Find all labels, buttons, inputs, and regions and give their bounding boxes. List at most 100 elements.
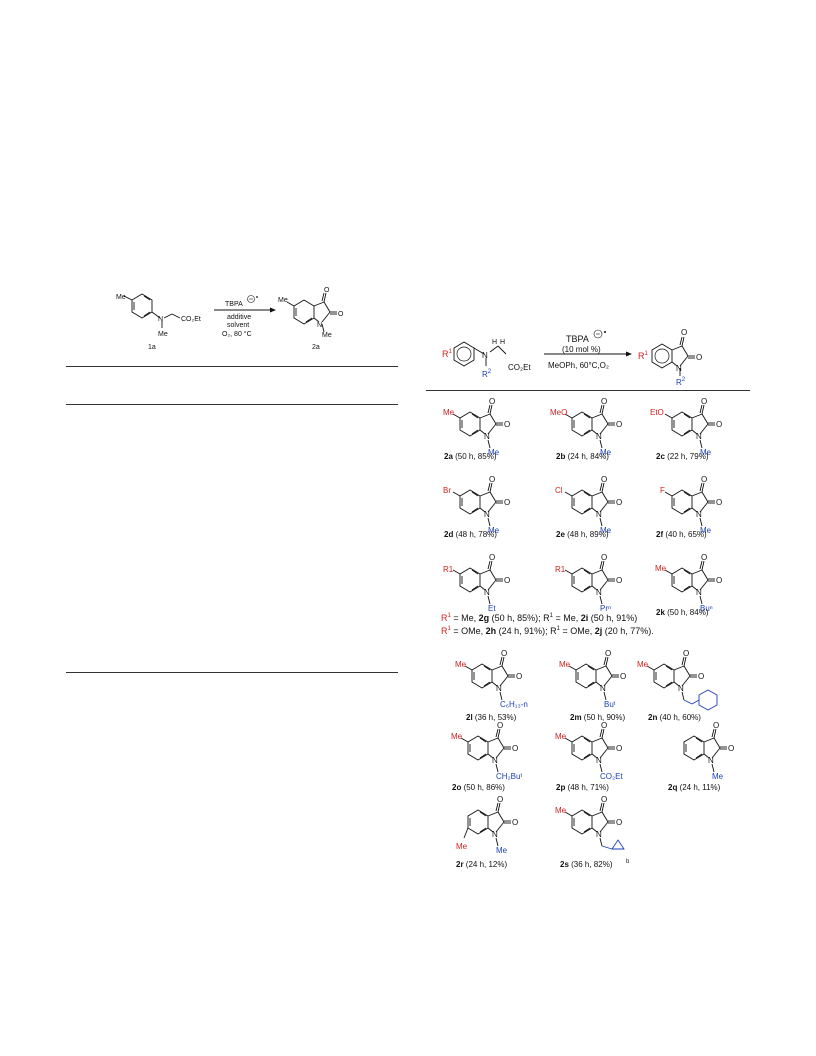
r5-substituent: Me xyxy=(555,806,567,815)
footnote-b: b xyxy=(626,859,630,865)
carbonyl-o-2: O xyxy=(516,672,522,681)
generic-r1-right: R1 xyxy=(555,565,566,574)
product-label-2b: 2b (24 h, 84%) xyxy=(556,452,609,461)
product-2k: O O N Buⁿ Me 2k (50 h, 84%) xyxy=(655,553,722,617)
carbonyl-o-3: O xyxy=(713,721,719,730)
right-substrate-skeleton xyxy=(453,341,507,367)
left-table-bottom-rule xyxy=(66,672,398,673)
product-o1: O xyxy=(324,287,330,294)
isatin-n: N xyxy=(484,432,490,441)
isatin-n: N xyxy=(696,432,702,441)
substrate-me-n: Me xyxy=(158,331,168,338)
left-reaction-arrow xyxy=(214,307,276,313)
right-substrate-n: N xyxy=(482,351,488,360)
product-label-2q: 2q (24 h, 11%) xyxy=(668,783,721,792)
product-2n: O O N Me 2n (40 h, 60%) xyxy=(637,649,718,722)
carbonyl-o-3: O xyxy=(701,475,707,484)
right-substrate-r1: R1 xyxy=(442,349,453,359)
n-substituent: CH₂Buᵗ xyxy=(496,772,522,781)
carbonyl-o-3: O xyxy=(601,795,607,804)
carbonyl-o-2: O xyxy=(698,672,704,681)
right-divider-rule xyxy=(426,390,750,391)
r5-substituent: Me xyxy=(637,660,649,669)
right-product-o1: O xyxy=(681,328,687,337)
n-substituent: Me xyxy=(712,772,724,781)
product-label-2a: 2a (50 h, 85%) xyxy=(444,452,497,461)
left-table-top-rule xyxy=(66,366,398,367)
right-substrate-ester: CO₂Et xyxy=(508,363,531,372)
n-substituent: C₆H₁₃-n xyxy=(500,700,528,709)
left-table-header-rule xyxy=(66,404,398,405)
isatin-n: N xyxy=(678,684,684,693)
right-product-n: N xyxy=(676,364,682,373)
isatin-n: N xyxy=(484,588,490,597)
isatin-n: N xyxy=(708,756,714,765)
carbonyl-o-2: O xyxy=(616,818,622,827)
substrate-ring xyxy=(123,293,181,328)
isatin-n: N xyxy=(600,684,606,693)
generic-line-2: R1 = OMe, 2h (24 h, 91%); R1 = OMe, 2j (… xyxy=(441,626,654,636)
product-o2: O xyxy=(338,311,344,318)
r5-substituent: EtO xyxy=(650,408,664,417)
product-label-2e: 2e (48 h, 89%) xyxy=(556,530,609,539)
product-label-2n: 2n (40 h, 60%) xyxy=(648,713,701,722)
product-label-2s: 2s (36 h, 82%) xyxy=(560,860,613,869)
r5-substituent: Cl xyxy=(555,486,563,495)
n-substituent: Buⁿ xyxy=(700,604,713,613)
product-me-n: Me xyxy=(322,332,332,339)
left-condition-3: O₂, 80 °C xyxy=(222,330,252,338)
left-radical-cation-icon xyxy=(247,295,258,303)
substrate-n: N xyxy=(158,316,163,323)
carbonyl-o-2: O xyxy=(728,744,734,753)
substrate-me-top: Me xyxy=(116,294,126,301)
r5-substituent: Me xyxy=(451,732,463,741)
cyclopropyl-icon xyxy=(611,839,625,850)
isatin-n: N xyxy=(596,588,602,597)
product-label: 2a xyxy=(312,344,320,351)
product-label-2o: 2o (50 h, 86%) xyxy=(452,783,505,792)
isatin-n: N xyxy=(596,756,602,765)
product-label-2r: 2r (24 h, 12%) xyxy=(456,860,507,869)
right-scheme-structures: R1 N R2 H H CO₂Et TBPA (10 mol %) MeOPh,… xyxy=(442,328,702,387)
r5-substituent: F xyxy=(660,486,665,495)
isatin-n: N xyxy=(696,588,702,597)
carbonyl-o-3: O xyxy=(683,649,689,658)
isatin-n: N xyxy=(596,830,602,839)
carbonyl-o-3: O xyxy=(489,475,495,484)
substrate-ester: CO₂Et xyxy=(181,316,201,323)
r5-substituent: Me xyxy=(655,564,667,573)
product-label-2d: 2d (48 h, 78%) xyxy=(444,530,497,539)
product-2s: O O N Me 2s (36 h, 82%) b xyxy=(555,795,630,869)
isatin-n: N xyxy=(696,510,702,519)
product-label-2f: 2f (40 h, 65%) xyxy=(656,530,707,539)
r5-substituent: Me xyxy=(555,732,567,741)
carbonyl-o-2: O xyxy=(716,576,722,585)
carbonyl-o-2: O xyxy=(716,498,722,507)
product-label-2p: 2p (48 h, 71%) xyxy=(556,783,609,792)
r5-substituent: Me xyxy=(559,660,571,669)
carbonyl-o-3: O xyxy=(601,397,607,406)
carbonyl-o-3: O xyxy=(701,397,707,406)
left-condition-1: additive xyxy=(227,314,251,321)
carbonyl-o-3: O xyxy=(497,721,503,730)
carbonyl-o-2: O xyxy=(512,744,518,753)
r5-substituent: Br xyxy=(443,486,451,495)
right-product-r2: R2 xyxy=(676,377,686,387)
right-radical-cation-icon xyxy=(593,329,606,339)
r5-substituent: Me xyxy=(443,408,455,417)
carbonyl-o-2: O xyxy=(616,498,622,507)
carbonyl-o-2: O xyxy=(616,744,622,753)
product-label-2k: 2k (50 h, 84%) xyxy=(656,608,709,617)
generic-line-1: R1 = Me, 2g (50 h, 85%); R1 = Me, 2i (50… xyxy=(441,613,638,623)
isatin-n: N xyxy=(492,756,498,765)
product-label-2m: 2m (50 h, 90%) xyxy=(570,713,625,722)
carbonyl-o-3: O xyxy=(701,553,707,562)
right-reagent: TBPA xyxy=(566,334,589,344)
r7-substituent: Me xyxy=(456,842,468,851)
